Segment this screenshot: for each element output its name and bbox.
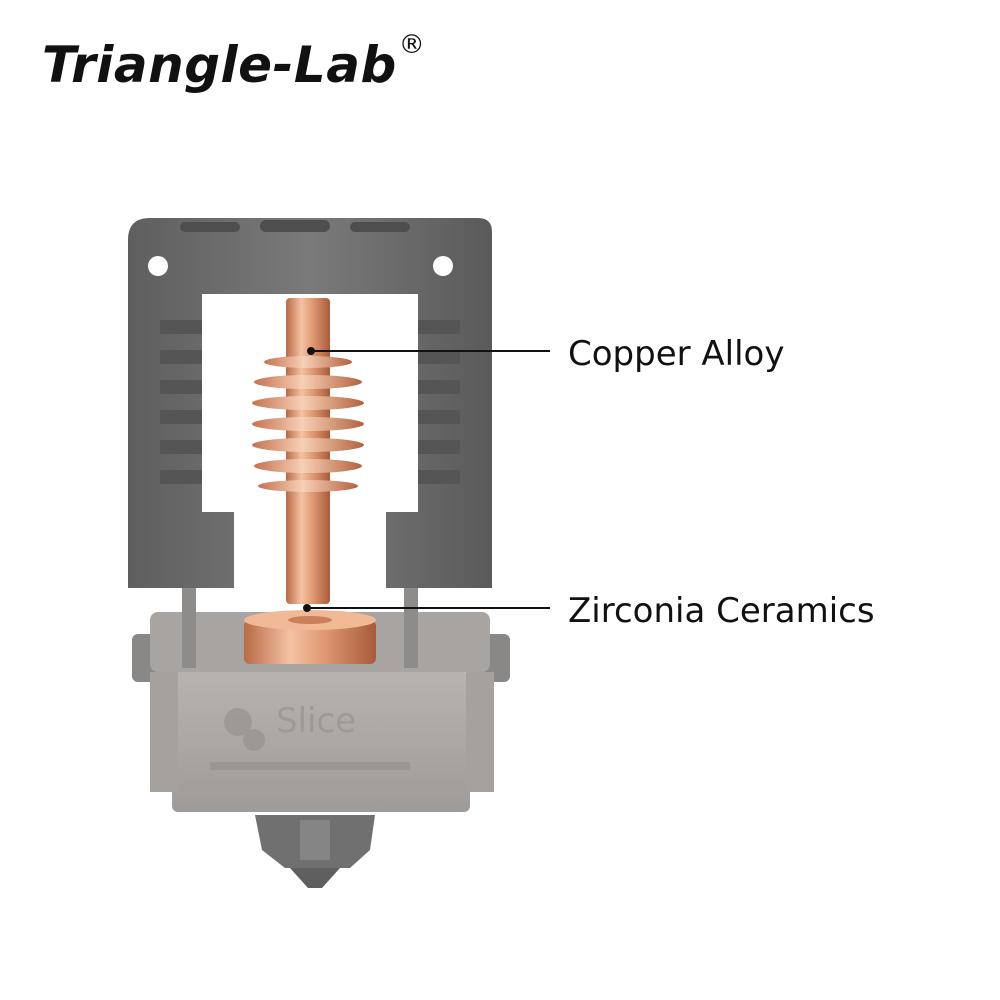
callout-zirconia-line	[303, 604, 550, 612]
copper-heatbreak	[252, 298, 364, 604]
nozzle	[255, 815, 375, 888]
registered-mark: ®	[398, 30, 426, 60]
slice-logo: Slice	[210, 701, 410, 770]
brand-name: Triangle-Lab	[42, 36, 397, 94]
cooling-frame	[128, 218, 492, 588]
slice-logo-text: Slice	[276, 701, 356, 741]
brand-logo: Triangle-Lab®	[42, 30, 425, 94]
copper-alloy-label: Copper Alloy	[568, 334, 785, 374]
callout-copper-line	[307, 347, 550, 355]
zirconia-ring	[244, 610, 376, 664]
zirconia-ceramics-label: Zirconia Ceramics	[568, 591, 875, 631]
